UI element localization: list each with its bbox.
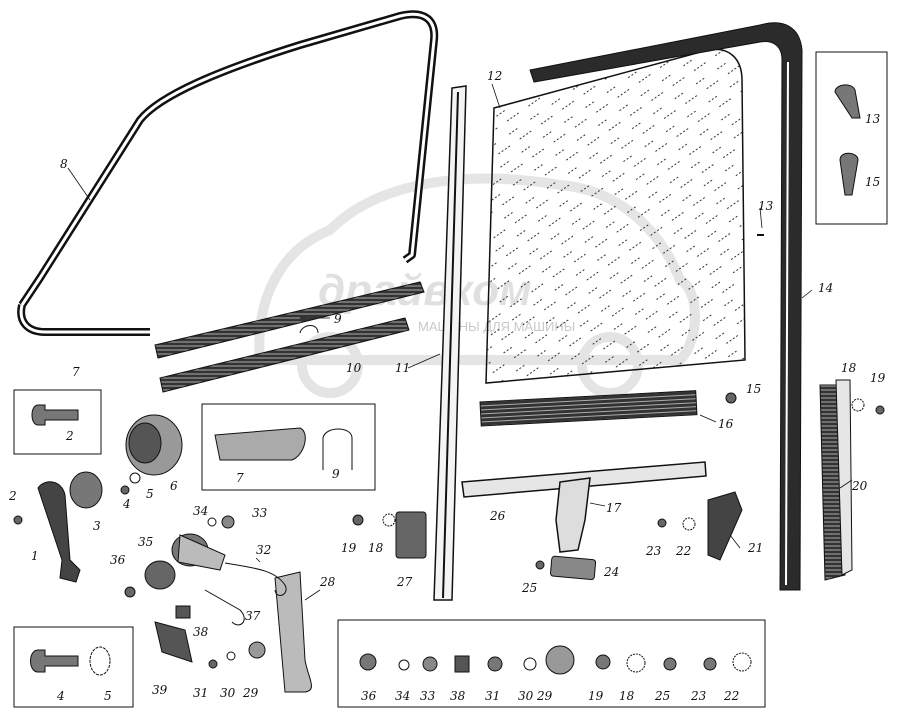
lower-channel-strips <box>154 281 425 393</box>
callout-34: 34 <box>193 504 208 518</box>
vent-window-frame <box>17 10 439 336</box>
callout-9-inset: 9 <box>332 467 340 481</box>
glass-seal-strip <box>479 390 698 427</box>
inset-clip-box <box>201 403 376 491</box>
callout-2: 2 <box>8 489 17 503</box>
rear-guide-channel <box>819 379 853 581</box>
division-channel <box>433 85 467 601</box>
callout-15: 15 <box>865 175 880 189</box>
callout-row-33: 33 <box>420 689 436 703</box>
callout-14: 14 <box>818 281 833 295</box>
callout-22: 22 <box>675 544 691 558</box>
callout-11: 11 <box>395 361 410 375</box>
callout-5-inset: 5 <box>104 689 112 703</box>
callout-row-31: 31 <box>485 689 500 703</box>
callout-31: 31 <box>193 686 208 700</box>
callout-27: 27 <box>396 575 413 589</box>
callout-7: 7 <box>72 365 80 379</box>
callout-row-29: 29 <box>536 689 553 703</box>
leader-lines <box>67 83 853 601</box>
inset-hardware-row-box <box>337 619 766 708</box>
inset-screws-right-box <box>815 51 888 225</box>
callout-row-22: 22 <box>723 689 739 703</box>
callout-9: 9 <box>334 312 342 326</box>
callout-18-mid: 18 <box>368 541 384 555</box>
callout-4: 4 <box>122 497 131 511</box>
glass-lifter-channel <box>461 461 707 553</box>
callout-row-38: 38 <box>450 689 466 703</box>
callout-37: 37 <box>245 609 261 623</box>
callout-6: 6 <box>170 479 178 493</box>
callout-1: 1 <box>31 549 39 563</box>
callout-36: 36 <box>110 553 126 567</box>
callout-38: 38 <box>193 625 209 639</box>
lower-bracket <box>395 511 427 559</box>
callout-30: 30 <box>220 686 236 700</box>
callout-29: 29 <box>242 686 259 700</box>
callout-row-19: 19 <box>588 689 604 703</box>
callout-24: 24 <box>603 565 619 579</box>
callout-8: 8 <box>60 157 68 171</box>
callout-2-inset: 2 <box>65 429 74 443</box>
window-run-channel <box>529 22 803 591</box>
callout-33: 33 <box>252 506 268 520</box>
callout-row-23: 23 <box>690 689 707 703</box>
stop-plate <box>274 571 312 693</box>
callout-18: 18 <box>841 361 857 375</box>
callout-7-inset: 7 <box>236 471 244 485</box>
callout-4-inset: 4 <box>56 689 65 703</box>
callout-15-glass: 15 <box>746 382 761 396</box>
callout-10: 10 <box>346 361 362 375</box>
callout-12: 12 <box>487 69 502 83</box>
lifter-bracket <box>550 555 597 581</box>
callout-row-25: 25 <box>654 689 670 703</box>
callout-row-18: 18 <box>619 689 635 703</box>
callout-13: 13 <box>865 112 881 126</box>
inset-screw-box <box>13 389 102 455</box>
callout-16: 16 <box>718 417 734 431</box>
callout-row-34: 34 <box>395 689 410 703</box>
callout-19: 19 <box>870 371 886 385</box>
callout-32: 32 <box>256 543 271 557</box>
small-hardware <box>13 234 885 669</box>
callout-28: 28 <box>319 575 336 589</box>
callout-26: 26 <box>489 509 506 523</box>
callout-39: 39 <box>152 683 168 697</box>
channel-bracket <box>707 491 743 561</box>
callout-25: 25 <box>521 581 537 595</box>
callout-13-glass: 13 <box>758 199 774 213</box>
callout-35: 35 <box>138 535 153 549</box>
callout-19-mid: 19 <box>341 541 357 555</box>
callout-3: 3 <box>93 519 101 533</box>
callout-20: 20 <box>851 479 868 493</box>
callout-21: 21 <box>747 541 763 555</box>
callout-17: 17 <box>606 501 622 515</box>
callout-row-30: 30 <box>518 689 534 703</box>
door-glass <box>485 48 746 384</box>
callout-labels: 8 12 13 15 13 14 9 10 11 7 15 16 18 19 2… <box>8 69 886 703</box>
callout-23: 23 <box>645 544 662 558</box>
callout-5: 5 <box>146 487 154 501</box>
window-crank-assembly <box>37 414 183 583</box>
callout-row-36: 36 <box>361 689 377 703</box>
inset-screw-washer-box <box>13 626 134 708</box>
regulator-parts <box>144 533 287 663</box>
